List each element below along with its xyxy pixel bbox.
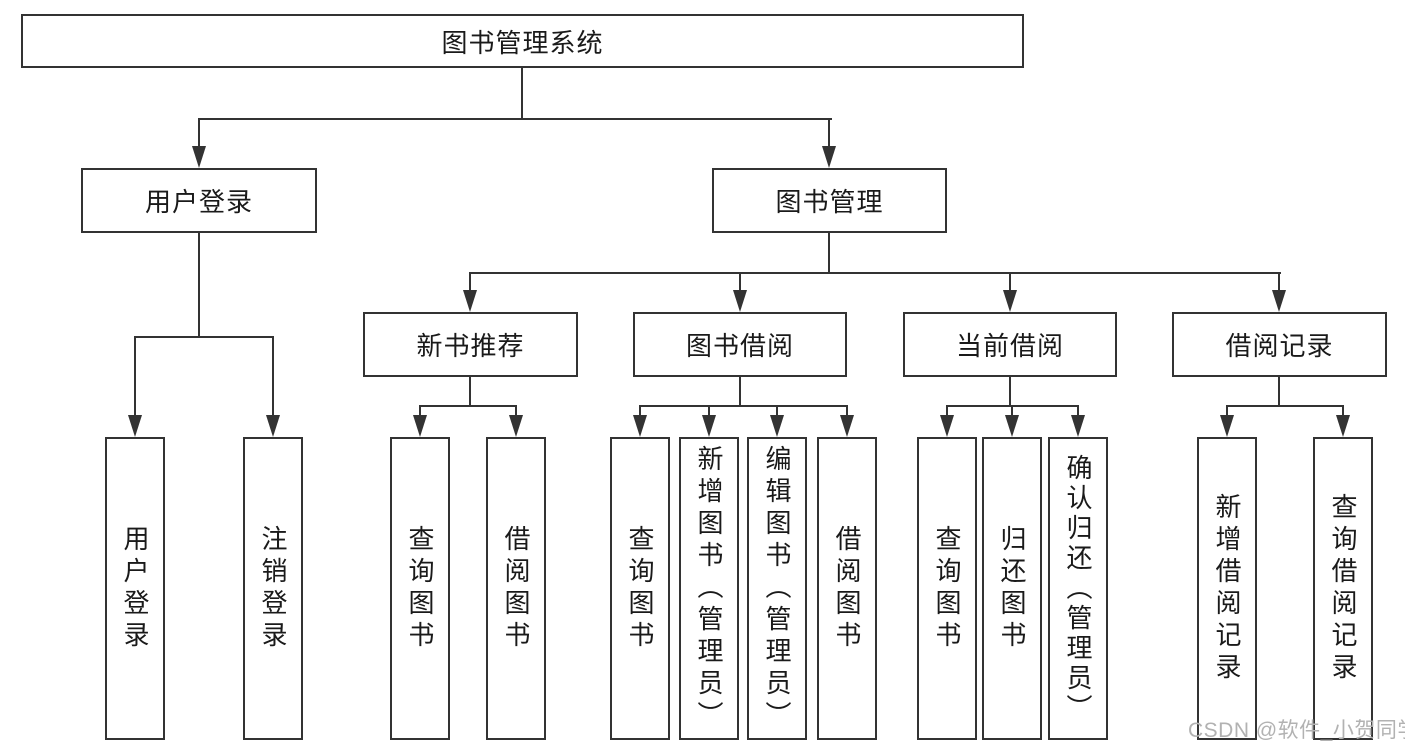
arrow-shaft <box>1342 405 1344 415</box>
arrow-head-icon <box>463 290 477 312</box>
arrow-head-icon <box>128 415 142 437</box>
arrow-head-icon <box>1272 290 1286 312</box>
arrow-head-icon <box>1336 415 1350 437</box>
arrow-shaft <box>946 405 948 415</box>
arrow-head-icon <box>192 146 206 168</box>
node-current-borrowing: 当前借阅 <box>903 312 1117 377</box>
arrow-shaft <box>828 118 830 146</box>
connector-hline <box>639 405 848 407</box>
leaf-bb-edit-books-admin: 编辑图书（管理员） <box>747 437 807 740</box>
node-current-borrowing-label: 当前借阅 <box>955 331 1064 361</box>
leaf-bb-query-books: 查询图书 <box>610 437 670 740</box>
leaf-user-login: 用户登录 <box>105 437 165 740</box>
node-book-management-label: 图书管理 <box>775 187 884 217</box>
node-borrowing-records: 借阅记录 <box>1172 312 1387 377</box>
arrow-head-icon <box>1220 415 1234 437</box>
leaf-br-query-record: 查询借阅记录 <box>1313 437 1373 740</box>
arrow-shaft <box>419 405 421 415</box>
node-user-login-label: 用户登录 <box>144 187 253 217</box>
connector-vline <box>1278 377 1280 405</box>
leaf-cb-confirm-return-admin: 确认归还（管理员） <box>1048 437 1108 740</box>
arrow-head-icon <box>1003 290 1017 312</box>
arrow-head-icon <box>266 415 280 437</box>
arrow-shaft <box>1077 405 1079 415</box>
connector-hline <box>134 336 274 338</box>
leaf-bb-borrow-books: 借阅图书 <box>817 437 877 740</box>
arrow-shaft <box>708 405 710 415</box>
arrow-head-icon <box>940 415 954 437</box>
connector-hline <box>198 118 832 120</box>
node-book-management: 图书管理 <box>712 168 947 233</box>
leaf-bb-add-books-admin: 新增图书（管理员） <box>679 437 739 740</box>
arrow-head-icon <box>702 415 716 437</box>
arrow-shaft <box>272 336 274 415</box>
node-root: 图书管理系统 <box>21 14 1024 68</box>
leaf-br-add-record: 新增借阅记录 <box>1197 437 1257 740</box>
connector-vline <box>469 377 471 405</box>
connector-hline <box>469 272 1281 274</box>
arrow-shaft <box>776 405 778 415</box>
arrow-head-icon <box>1071 415 1085 437</box>
connector-vline <box>1009 377 1011 405</box>
arrow-shaft <box>469 272 471 290</box>
arrow-head-icon <box>733 290 747 312</box>
arrow-shaft <box>739 272 741 290</box>
arrow-shaft <box>639 405 641 415</box>
leaf-cb-query-books: 查询图书 <box>917 437 977 740</box>
arrow-shaft <box>134 336 136 415</box>
node-borrowing-records-label: 借阅记录 <box>1225 331 1334 361</box>
arrow-head-icon <box>509 415 523 437</box>
node-new-book-recommendation-label: 新书推荐 <box>416 331 525 361</box>
node-user-login: 用户登录 <box>81 168 317 233</box>
arrow-shaft <box>1278 272 1280 290</box>
arrow-head-icon <box>840 415 854 437</box>
connector-vline <box>828 233 830 272</box>
arrow-shaft <box>1226 405 1228 415</box>
arrow-head-icon <box>413 415 427 437</box>
arrow-shaft <box>198 118 200 146</box>
watermark: CSDN @软件_小贺同学 <box>1188 719 1405 742</box>
leaf-nbr-borrow-books: 借阅图书 <box>486 437 546 740</box>
node-new-book-recommendation: 新书推荐 <box>363 312 578 377</box>
connector-vline <box>739 377 741 405</box>
connector-vline <box>521 68 523 118</box>
connector-vline <box>198 233 200 336</box>
arrow-shaft <box>515 405 517 415</box>
connector-hline <box>419 405 517 407</box>
leaf-cb-return-books: 归还图书 <box>982 437 1042 740</box>
connector-hline <box>1226 405 1344 407</box>
node-book-borrowing-label: 图书借阅 <box>685 331 794 361</box>
arrow-head-icon <box>633 415 647 437</box>
arrow-head-icon <box>770 415 784 437</box>
node-book-borrowing: 图书借阅 <box>633 312 847 377</box>
arrow-shaft <box>846 405 848 415</box>
arrow-head-icon <box>1005 415 1019 437</box>
node-root-label: 图书管理系统 <box>441 27 604 58</box>
arrow-shaft <box>1011 405 1013 415</box>
arrow-head-icon <box>822 146 836 168</box>
arrow-shaft <box>1009 272 1011 290</box>
leaf-nbr-query-books: 查询图书 <box>390 437 450 740</box>
leaf-logout: 注销登录 <box>243 437 303 740</box>
